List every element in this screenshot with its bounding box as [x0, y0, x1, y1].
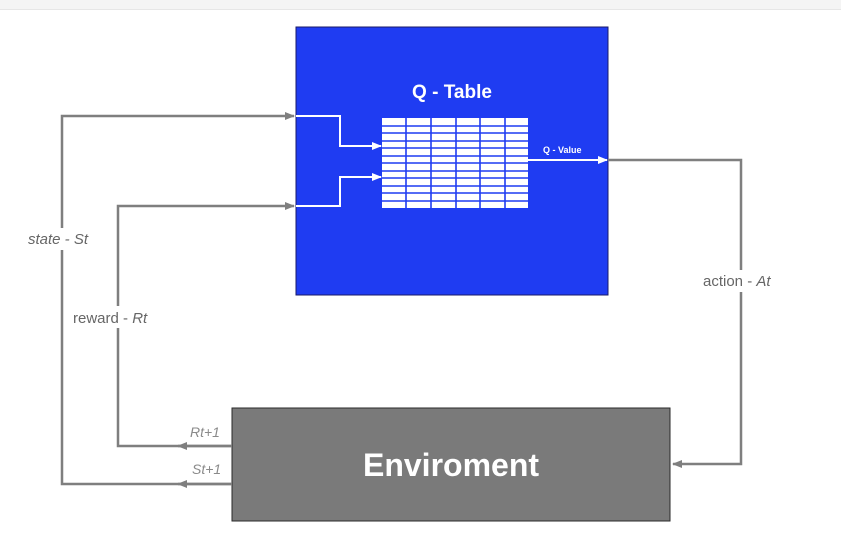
reward-inner-arrow	[296, 173, 382, 207]
environment-title: Enviroment	[363, 447, 539, 483]
action-label-var: At	[755, 273, 771, 290]
environment-box	[231, 407, 671, 522]
reward-label-var: Rt	[132, 310, 148, 327]
action-arrow	[608, 158, 743, 468]
qtable-title: Q - Table	[412, 82, 492, 103]
action-label: action - At	[703, 273, 771, 290]
reward-label-prefix: reward -	[73, 310, 132, 327]
top-page-strip	[0, 0, 841, 10]
next-reward-label: Rt+1	[190, 424, 220, 440]
reward-label: reward - Rt	[73, 310, 148, 327]
action-label-prefix: action -	[703, 273, 756, 290]
state-loop-arrow	[60, 112, 295, 486]
qtable-grid	[382, 118, 528, 208]
q-value-label: Q - Value	[543, 145, 582, 155]
next-state-label: St+1	[192, 461, 221, 477]
state-label: state - St	[28, 231, 89, 248]
state-inner-arrow	[296, 115, 382, 150]
